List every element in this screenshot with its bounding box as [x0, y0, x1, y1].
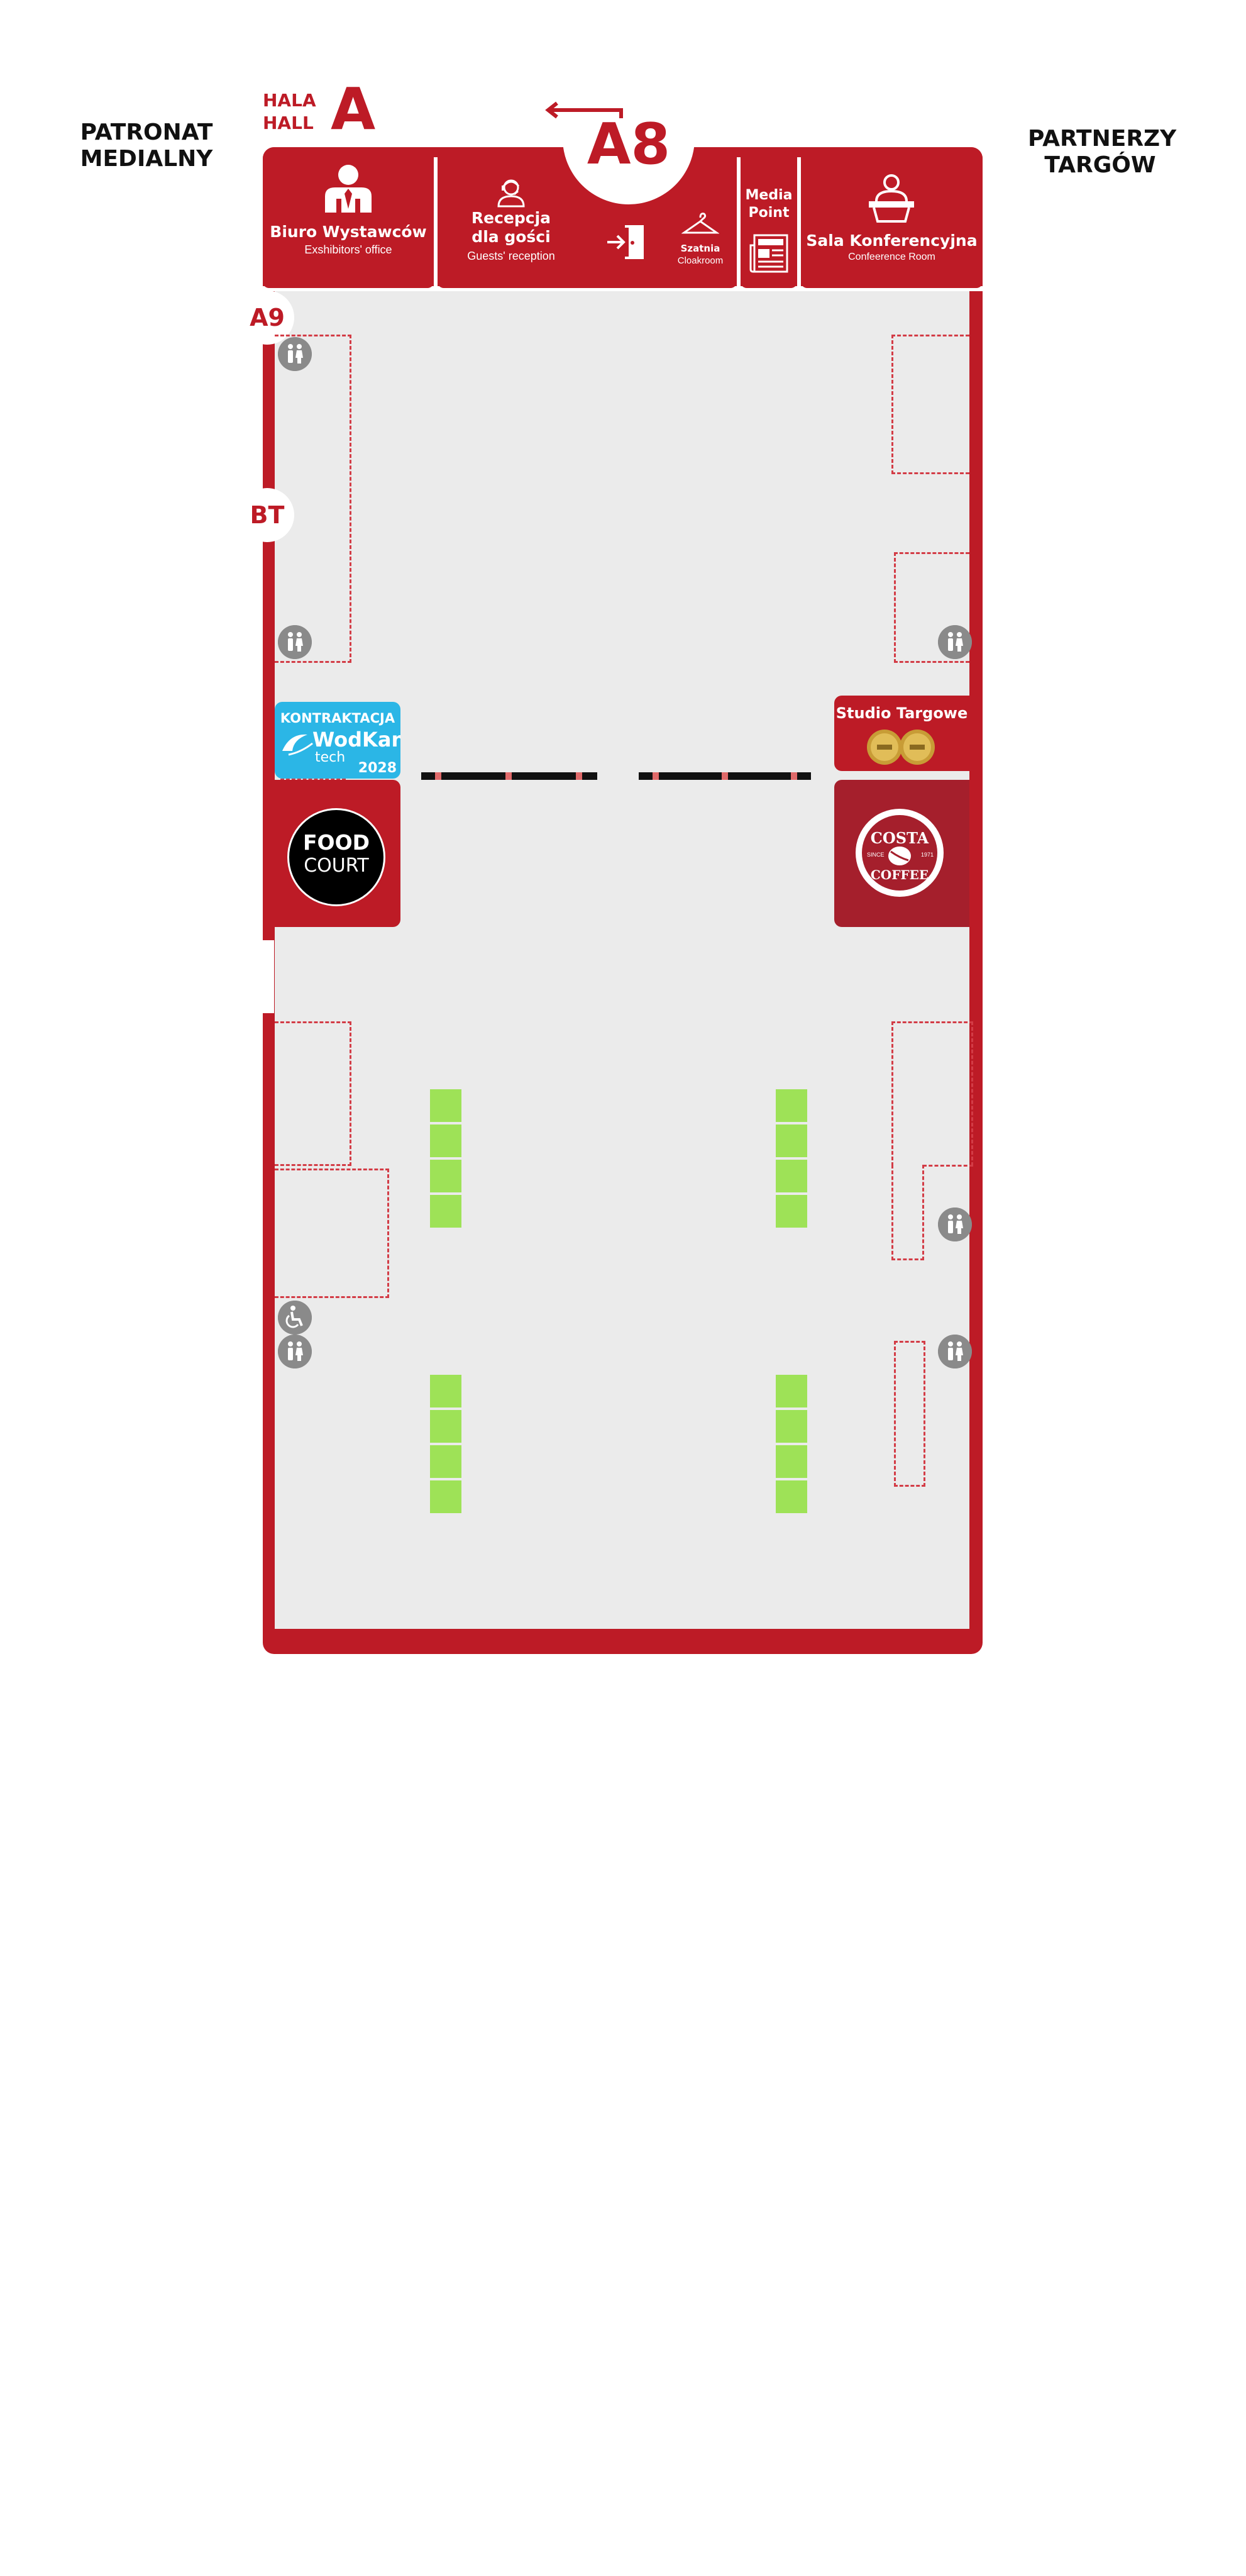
- toilet-icon: [938, 625, 972, 659]
- stand-block: [776, 1480, 807, 1513]
- booth-separator-line: [280, 779, 346, 780]
- wodkan-year: 2028: [358, 760, 397, 776]
- stand-block: [776, 1160, 807, 1192]
- wodkan-brand: WodKan: [312, 728, 400, 752]
- fair-partners-line2: TARGÓW: [1044, 152, 1156, 178]
- room-divider: [797, 157, 801, 289]
- stand-block: [776, 1410, 807, 1443]
- hall-sign: HALA HALL A: [263, 79, 389, 140]
- main-entrance-marker: [563, 97, 695, 204]
- stand-block: [776, 1445, 807, 1478]
- wheelchair-icon: [278, 1301, 312, 1335]
- stand-block: [430, 1195, 461, 1228]
- fair-partners-line1: PARTNERZY: [1028, 126, 1177, 152]
- room-divider: [737, 157, 741, 289]
- exhibitors-office-title: Biuro Wystawców: [270, 223, 427, 241]
- stand-block: [430, 1410, 461, 1443]
- side-opening: [263, 940, 274, 1013]
- reception-title-line2: dla gości: [471, 228, 551, 246]
- conference-room-title: Sala Konferencyjna: [806, 231, 978, 250]
- hall-floor: [275, 288, 969, 1629]
- studio-title: Studio Targowe: [835, 704, 968, 722]
- media-point-line1: Media: [745, 187, 793, 203]
- hall-sign-text: HALA HALL: [263, 89, 316, 135]
- wodkan-sub: tech: [315, 750, 346, 765]
- booth-area: [891, 1021, 973, 1166]
- booth-area: [894, 552, 969, 663]
- booth-area: [894, 1341, 925, 1487]
- stand-block: [776, 1124, 807, 1157]
- wave-icon: [282, 734, 313, 756]
- costa-line1: COSTA: [870, 829, 929, 847]
- food-court-line1: FOOD: [302, 830, 370, 855]
- reception-title-line1: Recepcja: [471, 209, 551, 227]
- exhibitors-office-subtitle: Exshibitors' office: [304, 243, 392, 256]
- arrow-left-icon: [545, 101, 623, 119]
- stand-block: [430, 1124, 461, 1157]
- stand-block: [430, 1480, 461, 1513]
- cloakroom-subtitle: Cloakroom: [677, 255, 724, 266]
- booth-area: [275, 1021, 351, 1166]
- costa-since: SINCE: [867, 852, 885, 858]
- header-bottom-divider: [263, 286, 983, 291]
- coffee-bean-icon: [888, 847, 911, 865]
- costa-year: 1971: [921, 852, 934, 858]
- room-divider: [434, 157, 438, 289]
- exhibitors-office[interactable]: Biuro Wystawców Exshibitors' office: [263, 147, 434, 288]
- booth-area: [891, 335, 969, 474]
- fair-partners-title: PARTNERZY TARGÓW: [1028, 126, 1177, 179]
- toilet-icon: [278, 337, 312, 371]
- reception-subtitle: Guests' reception: [467, 250, 555, 262]
- stand-block: [776, 1195, 807, 1228]
- toilet-icon: [938, 1208, 972, 1241]
- booth-area: [275, 1169, 389, 1298]
- person-icon: [325, 165, 372, 213]
- exit-door-icon: [607, 225, 644, 259]
- toilet-icon: [938, 1335, 972, 1368]
- booth-area: [275, 335, 351, 663]
- studio-targowe[interactable]: Studio Targowe: [834, 696, 969, 771]
- toilet-icon: [278, 625, 312, 659]
- stand-block: [430, 1089, 461, 1122]
- award-medals-icon: [867, 730, 935, 765]
- costa-coffee[interactable]: COSTA COFFEE SINCE 1971: [834, 780, 969, 927]
- entrance-a9[interactable]: A9: [240, 291, 294, 345]
- barrier-line-right: [639, 772, 811, 780]
- hall-line2: HALL: [263, 113, 314, 133]
- stand-block: [430, 1375, 461, 1407]
- hall-line1: HALA: [263, 90, 316, 111]
- stand-block: [430, 1445, 461, 1478]
- main-entrance-label[interactable]: A8: [587, 111, 671, 177]
- hanger-icon: [681, 213, 719, 234]
- conference-room[interactable]: Sala Konferencyjna Confeerence Room: [801, 147, 983, 288]
- stand-block: [776, 1375, 807, 1407]
- media-patron-line2: MEDIALNY: [80, 146, 213, 172]
- food-court-line2: COURT: [304, 855, 369, 877]
- food-court-logo: [287, 808, 385, 906]
- stand-block: [776, 1089, 807, 1122]
- hall-letter: A: [331, 75, 376, 143]
- booth-area: [923, 1165, 973, 1167]
- entrance-bt[interactable]: BT: [240, 488, 294, 542]
- wodkan-top-label: KONTRAKTACJA: [280, 711, 395, 726]
- media-point-line2: Point: [748, 205, 790, 221]
- booth-area: [891, 1165, 924, 1260]
- wodkan-tech-booth[interactable]: KONTRAKTACJA WodKan tech 2028: [275, 702, 400, 779]
- media-point[interactable]: Media Point: [741, 147, 797, 288]
- barrier-line-left: [421, 772, 597, 780]
- speaker-icon: [869, 174, 914, 223]
- costa-line2: COFFEE: [870, 867, 929, 882]
- conference-room-subtitle: Confeerence Room: [848, 252, 935, 262]
- newspaper-icon: [749, 234, 788, 273]
- cloakroom-title: Szatnia: [680, 243, 720, 254]
- media-patron-line1: PATRONAT: [80, 119, 213, 145]
- stand-block: [430, 1160, 461, 1192]
- toilet-icon: [278, 1335, 312, 1368]
- receptionist-icon: [497, 179, 525, 208]
- media-patron-title: PATRONAT MEDIALNY: [74, 119, 219, 172]
